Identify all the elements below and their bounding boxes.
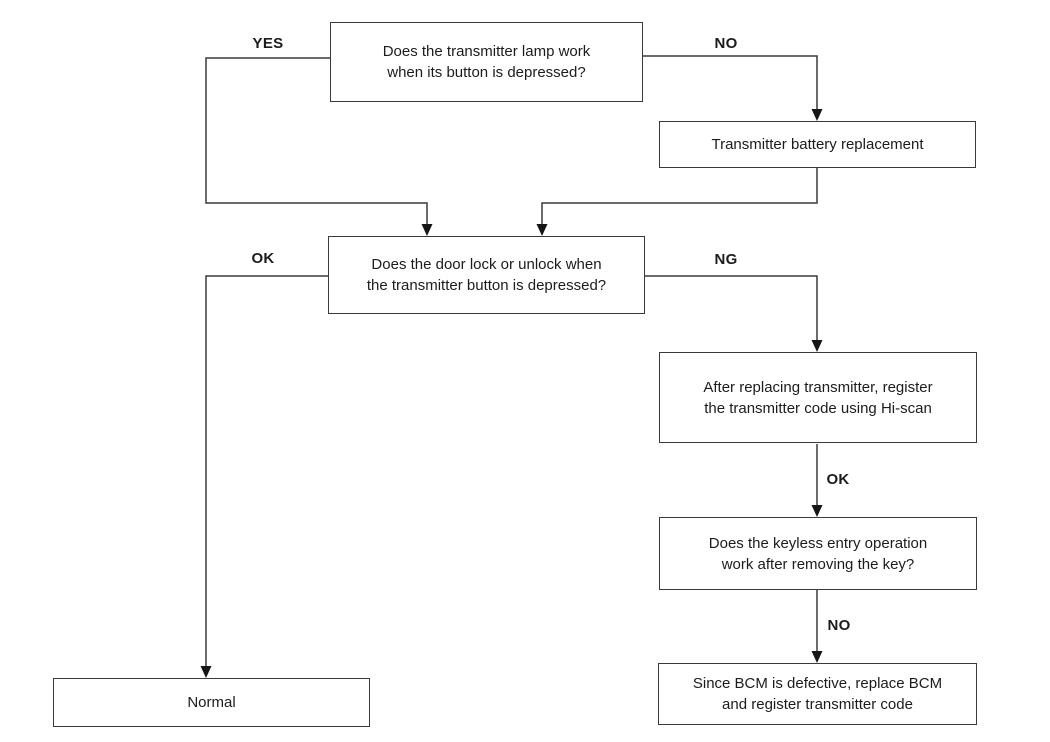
arrowhead-to-bcm (811, 651, 823, 663)
node-transmitter-lamp-question: Does the transmitter lamp work when its … (330, 22, 643, 102)
node-battery-replacement-text: Transmitter battery replacement (711, 136, 924, 153)
arrowhead-to-register (811, 340, 823, 352)
node-register-transmitter-text: After replacing transmitter, register th… (703, 378, 933, 417)
node-normal-result: Normal (53, 678, 370, 727)
edge-label-no-top: NO (714, 35, 738, 52)
node-normal-text: Normal (187, 694, 236, 711)
edge-ok-to-normal (205, 275, 328, 666)
arrowhead-to-normal (200, 666, 212, 678)
node-door-lock-question: Does the door lock or unlock when the tr… (328, 236, 645, 314)
edge-label-ng: NG (714, 251, 738, 268)
node-replace-bcm-text: Since BCM is defective, replace BCM and … (692, 675, 943, 713)
arrowhead-to-keyless (811, 505, 823, 517)
node-keyless-entry-text: Does the keyless entry operation work af… (708, 534, 928, 573)
edge-label-no-bottom: NO (827, 617, 851, 634)
node-keyless-entry-question: Does the keyless entry operation work af… (659, 517, 977, 590)
arrowhead-to-doorlock-left (421, 224, 433, 236)
edge-yes-to-doorlock (205, 57, 428, 225)
node-door-lock-text: Does the door lock or unlock when the tr… (366, 256, 607, 294)
edge-label-yes: YES (252, 35, 284, 52)
arrowhead-to-battery (811, 109, 823, 121)
node-replace-bcm: Since BCM is defective, replace BCM and … (658, 663, 977, 725)
edge-ng-to-register (645, 275, 818, 340)
edge-no-to-battery (643, 55, 818, 109)
edge-battery-to-doorlock (541, 168, 818, 225)
node-battery-replacement: Transmitter battery replacement (659, 121, 976, 168)
arrowhead-to-doorlock-right (536, 224, 548, 236)
node-register-transmitter-code: After replacing transmitter, register th… (659, 352, 977, 443)
edge-label-ok-right: OK (826, 471, 850, 488)
node-transmitter-lamp-text: Does the transmitter lamp work when its … (382, 43, 591, 81)
edge-label-ok-left: OK (251, 250, 275, 267)
